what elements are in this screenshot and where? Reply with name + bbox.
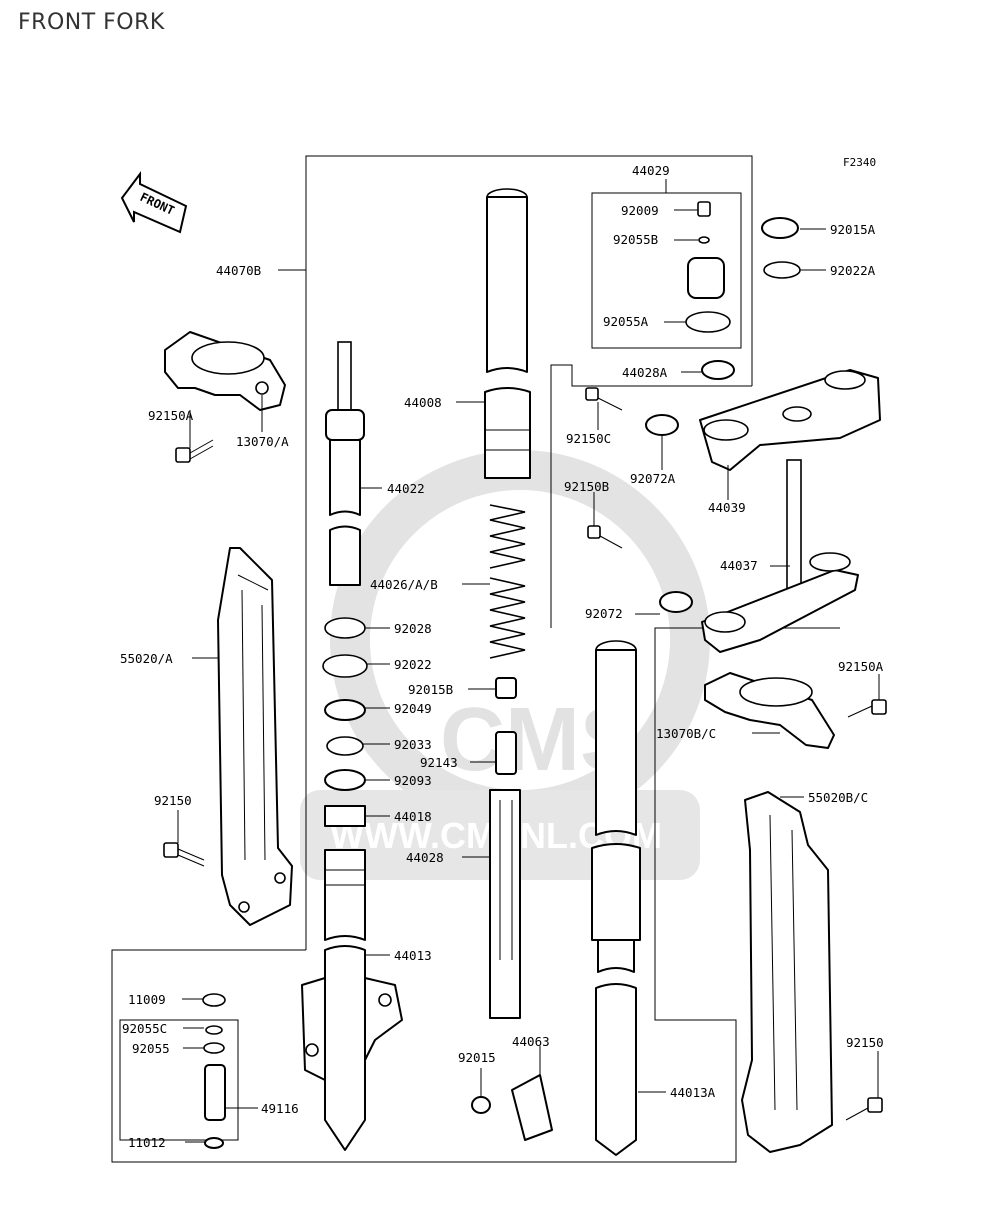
fork-spring-44026 bbox=[489, 504, 526, 659]
callout-44063: 44063 bbox=[512, 1034, 550, 1049]
bolt-92150-left bbox=[163, 842, 205, 867]
fork-guard-right bbox=[741, 791, 833, 1153]
callout-92022a: 92022A bbox=[830, 263, 876, 278]
bolt-92150a-left bbox=[175, 439, 214, 463]
callout-92055a: 92055A bbox=[603, 314, 649, 329]
callout-13070bc: 13070B/C bbox=[656, 726, 716, 741]
callout-92015: 92015 bbox=[458, 1050, 496, 1065]
cartridge-group-49116 bbox=[202, 993, 226, 1149]
washer-92022a bbox=[763, 261, 801, 279]
callout-55020bc: 55020B/C bbox=[808, 790, 868, 805]
upper-bracket-13070a bbox=[164, 331, 286, 411]
callout-92009: 92009 bbox=[621, 203, 659, 218]
callout-92072a: 92072A bbox=[630, 471, 676, 486]
callout-44028: 44028 bbox=[406, 850, 444, 865]
callout-44022: 44022 bbox=[387, 481, 425, 496]
callout-92150-right: 92150 bbox=[846, 1035, 884, 1050]
callout-44070b: 44070B bbox=[216, 263, 261, 278]
collar-92143 bbox=[495, 731, 517, 775]
seal-stack bbox=[322, 617, 368, 827]
steering-stem-44037 bbox=[701, 459, 859, 653]
callout-49116: 49116 bbox=[261, 1101, 299, 1116]
callout-44008: 44008 bbox=[404, 395, 442, 410]
page-title: FRONT FORK bbox=[18, 10, 165, 35]
holder-44063 bbox=[511, 1074, 553, 1141]
callout-11012: 11012 bbox=[128, 1135, 166, 1150]
callout-55020a: 55020/A bbox=[120, 651, 173, 666]
nut-92015a bbox=[761, 217, 799, 239]
callout-92150c: 92150C bbox=[566, 431, 611, 446]
callout-44028a: 44028A bbox=[622, 365, 668, 380]
damper-rod-44022 bbox=[325, 341, 365, 586]
callout-92028: 92028 bbox=[394, 621, 432, 636]
clamp-92072a bbox=[645, 414, 679, 436]
front-arrow-icon: FRONT bbox=[120, 171, 188, 234]
callout-92055c: 92055C bbox=[122, 1021, 167, 1036]
callout-92049: 92049 bbox=[394, 701, 432, 716]
group-frames bbox=[111, 155, 840, 1163]
callout-92015b: 92015B bbox=[408, 682, 453, 697]
callout-92150b: 92150B bbox=[564, 479, 609, 494]
callout-92055b: 92055B bbox=[613, 232, 658, 247]
callout-92055: 92055 bbox=[132, 1041, 170, 1056]
callout-92093: 92093 bbox=[394, 773, 432, 788]
callout-92033: 92033 bbox=[394, 737, 432, 752]
callout-92022: 92022 bbox=[394, 657, 432, 672]
callout-44013a: 44013A bbox=[670, 1085, 716, 1100]
outer-tube-44013 bbox=[301, 849, 403, 1151]
bolt-92150-right bbox=[845, 1097, 883, 1121]
callout-92150a-right: 92150A bbox=[838, 659, 884, 674]
lower-bracket-13070bc bbox=[704, 672, 835, 749]
inner-tube-44008 bbox=[484, 188, 531, 479]
callout-labels: 44029 92009 92055B 92055A 44028A 92015A … bbox=[120, 163, 884, 1150]
nut-92015b bbox=[495, 677, 517, 699]
bolt-92150b bbox=[587, 525, 623, 549]
callout-44039: 44039 bbox=[708, 500, 746, 515]
bolt-92150c bbox=[585, 387, 623, 411]
callout-44018: 44018 bbox=[394, 809, 432, 824]
callout-44037: 44037 bbox=[720, 558, 758, 573]
callout-44029: 44029 bbox=[632, 163, 670, 178]
upper-bracket-44039 bbox=[699, 369, 881, 471]
callout-11009: 11009 bbox=[128, 992, 166, 1007]
top-cap-group bbox=[685, 201, 735, 380]
callout-44013: 44013 bbox=[394, 948, 432, 963]
callout-92072: 92072 bbox=[585, 606, 623, 621]
callout-44026: 44026/A/B bbox=[370, 577, 438, 592]
callout-92150a-left: 92150A bbox=[148, 408, 194, 423]
right-fork-tube bbox=[591, 640, 641, 1156]
callout-92015a: 92015A bbox=[830, 222, 876, 237]
leader-lines bbox=[177, 179, 880, 1143]
fork-guard-left bbox=[217, 547, 293, 926]
callout-92143: 92143 bbox=[420, 755, 458, 770]
cylinder-44028 bbox=[489, 789, 521, 1019]
figure-id: F2340 bbox=[843, 156, 876, 169]
bolt-92150a-right bbox=[847, 699, 887, 718]
callout-92150-left: 92150 bbox=[154, 793, 192, 808]
nut-92015 bbox=[471, 1096, 491, 1114]
callout-13070a: 13070/A bbox=[236, 434, 289, 449]
clamp-92072 bbox=[659, 591, 693, 613]
